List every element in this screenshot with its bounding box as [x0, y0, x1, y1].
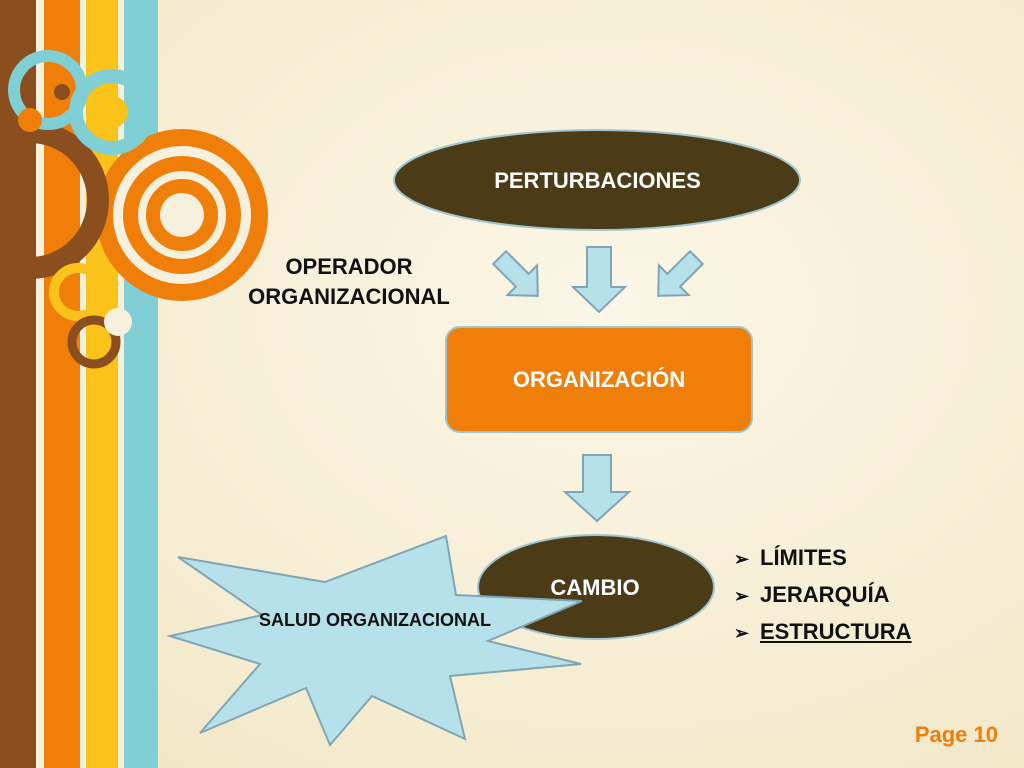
change-items-list: ➢ LÍMITES ➢ JERARQUÍA ➢ ESTRUCTURA: [734, 540, 912, 651]
stripe-yellow: [86, 0, 118, 768]
big-ring-2: [138, 171, 226, 259]
arrow-bullet-icon: ➢: [734, 586, 750, 606]
operador-organizacional-label: OPERADOR ORGANIZACIONAL: [248, 254, 450, 309]
orange-dot: [18, 108, 42, 132]
yellow-dot: [96, 96, 128, 128]
list-item: ➢ ESTRUCTURA: [734, 614, 912, 651]
stripe-gap-1: [36, 0, 44, 768]
arrows-into-organizacion: [491, 246, 705, 314]
perturbaciones-node: [393, 129, 801, 231]
list-item-label: JERARQUÍA: [760, 582, 890, 607]
stripe-gap-3: [118, 0, 124, 768]
salud-organizacional-label: SALUD ORGANIZACIONAL: [259, 610, 491, 630]
page-number: Page 10: [914, 722, 998, 747]
big-core: [160, 193, 204, 237]
organizacion-node: [445, 326, 753, 433]
list-item: ➢ LÍMITES: [734, 540, 912, 577]
teal-ring-mid: [69, 69, 155, 155]
salud-burst: [166, 534, 583, 747]
arrow-to-cambio: [562, 454, 632, 523]
arrow-center: [570, 246, 628, 314]
organizacion-label: ORGANIZACIÓN: [512, 367, 686, 392]
perturbaciones-label: PERTURBACIONES: [494, 168, 701, 193]
big-ring-1: [113, 146, 251, 284]
list-item-label: ESTRUCTURA: [760, 619, 912, 644]
list-item-label: LÍMITES: [760, 545, 847, 570]
arrow-diagonal-right: [657, 249, 705, 297]
brown-dot: [54, 84, 70, 100]
yellow-ring: [49, 263, 107, 321]
cambio-label: CAMBIO: [550, 575, 640, 600]
arrow-bullet-icon: ➢: [734, 549, 750, 569]
arrow-diagonal-left: [491, 249, 539, 297]
stripe-gap-2: [80, 0, 86, 768]
brown-small-ring: [67, 315, 121, 369]
arrow-bullet-icon: ➢: [734, 623, 750, 643]
decorative-circles: [0, 50, 268, 369]
list-item: ➢ JERARQUÍA: [734, 577, 912, 614]
white-dot: [104, 308, 132, 336]
